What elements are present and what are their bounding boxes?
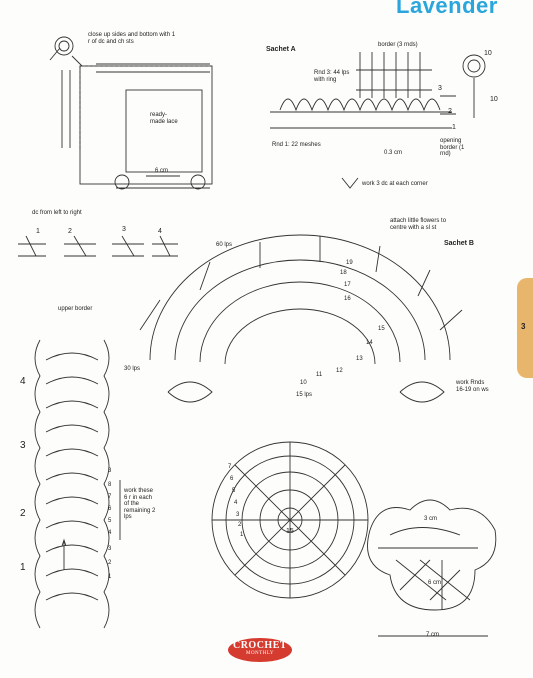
border-number-1: 1 (20, 562, 26, 573)
sachet-b-diagram (139, 234, 463, 403)
sachet-a-opening: opening border (1 rnd) (440, 138, 465, 158)
step-2: 2 (68, 228, 72, 235)
sachet-a-rnd1: Rnd 1: 22 meshes (272, 142, 321, 148)
logo-line-1: CROCHET (232, 640, 288, 651)
crochet-monthly-logo: CROCHET MONTHLY (228, 638, 292, 662)
sachet-b-attach: attach little flowers to centre with a s… (390, 218, 447, 231)
dc-steps-diagram (18, 235, 178, 257)
flower-round-4: 4 (234, 500, 238, 506)
border-number-2: 2 (20, 508, 26, 519)
sachet-b-60lps: 60 lps (216, 242, 233, 248)
round-12: 12 (336, 368, 343, 374)
logo-line-2: MONTHLY (246, 651, 274, 656)
flower-round-7: 7 (228, 464, 232, 470)
row-num-3b: 3 (108, 546, 112, 552)
round-11: 11 (316, 372, 323, 378)
sachet-b-label: Sachet B (444, 240, 474, 247)
round-18: 18 (340, 270, 347, 276)
step-4: 4 (158, 228, 162, 235)
marker-1: 1 (452, 124, 456, 131)
sachet-a-diagram (270, 52, 486, 129)
sachet-a-measure: 0.3 cm (384, 150, 403, 156)
dc-note: dc from left to right (32, 210, 82, 216)
corner-arrow-line (341, 177, 359, 189)
corner-note: close up sides and bottom with 1 r of dc… (88, 32, 176, 45)
border-number-3: 3 (20, 440, 26, 451)
marker-10a: 10 (484, 50, 492, 57)
row-num-7: 7 (108, 494, 112, 500)
pansy-width-7cm: 7 cm (426, 632, 440, 638)
sachet-b-work-rnds: work Rnds 16-19 on ws (456, 380, 489, 393)
round-19: 19 (346, 260, 353, 266)
sachet-b-30lps: 30 lps (124, 366, 141, 372)
round-10: 10 (300, 380, 307, 386)
round-flower-diagram (211, 441, 369, 599)
row-num-4: 4 (108, 530, 112, 536)
round-16: 16 (344, 296, 351, 302)
row-num-5: 5 (108, 518, 112, 524)
sachet-a-rnd3: Rnd 3: 44 lps with ring (314, 70, 350, 83)
page-tab-number: 3 (521, 322, 526, 331)
row-num-3a: 3 (108, 468, 112, 474)
upper-border-note: work these 6 r in each of the remaining … (124, 488, 156, 521)
pansy-height-6cm: 6 cm (428, 580, 442, 586)
marker-10b: 10 (490, 96, 498, 103)
page-tab (517, 278, 533, 378)
step-3: 3 (122, 226, 126, 233)
lace-square-diagram (49, 36, 213, 190)
round-14: 14 (366, 340, 373, 346)
round-17: 17 (344, 282, 351, 288)
width-label: 6 cm (155, 168, 169, 174)
flower-round-2: 2 (238, 522, 242, 528)
row-num-8: 8 (108, 482, 112, 488)
marker-3: 3 (438, 85, 442, 92)
flower-center-number: 15 (286, 528, 294, 535)
work-corner-note: work 3 dc at each corner (362, 181, 428, 187)
step-1: 1 (36, 228, 40, 235)
border-number-4: 4 (20, 376, 26, 387)
row-num-1: 1 (108, 574, 112, 580)
pansy-diagram (367, 499, 497, 637)
round-13: 13 (356, 356, 363, 362)
marker-2: 2 (448, 108, 452, 115)
flower-round-5: 5 (232, 488, 236, 494)
flower-round-3: 3 (236, 512, 240, 518)
row-num-6: 6 (108, 506, 112, 512)
sachet-a-border: border (3 rnds) (378, 42, 418, 48)
row-num-2: 2 (108, 560, 112, 566)
upper-border-label: upper border (58, 306, 93, 312)
lace-label: ready-made lace (150, 112, 178, 125)
sachet-a-label: Sachet A (266, 46, 296, 53)
flower-round-6: 6 (230, 476, 234, 482)
pansy-width-3cm: 3 cm (424, 516, 438, 522)
round-15: 15 (378, 326, 385, 332)
page-title: Lavender (396, 0, 498, 18)
upper-border-diagram (34, 339, 121, 629)
flower-round-1: 1 (240, 532, 244, 538)
sachet-b-15lps: 15 lps (296, 392, 313, 398)
